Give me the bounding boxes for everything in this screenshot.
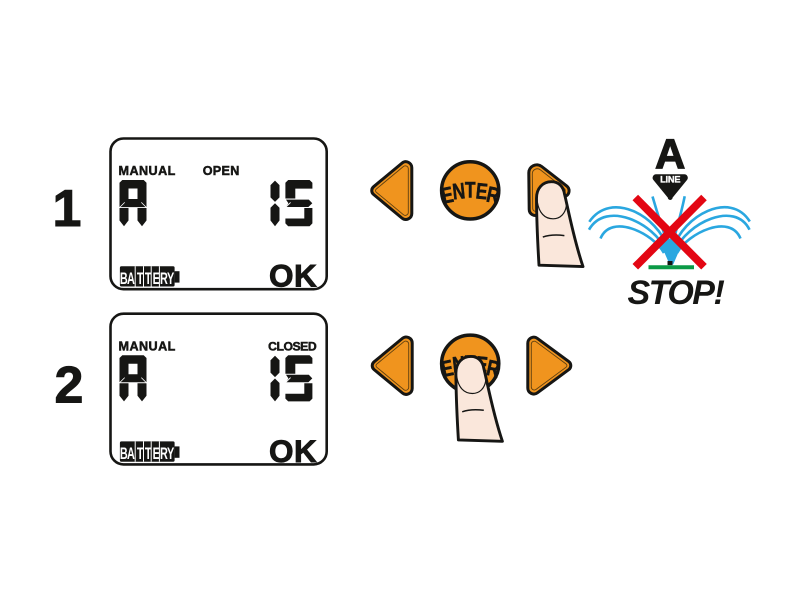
svg-text:R: R bbox=[484, 356, 502, 383]
svg-text:LINE: LINE bbox=[660, 175, 680, 185]
svg-text:A: A bbox=[655, 130, 685, 177]
svg-text:CLOSED: CLOSED bbox=[268, 339, 317, 353]
svg-text:R: R bbox=[484, 183, 502, 210]
svg-text:T: T bbox=[465, 179, 476, 204]
svg-text:2: 2 bbox=[55, 357, 84, 415]
svg-text:1: 1 bbox=[53, 180, 82, 238]
svg-text:N: N bbox=[451, 179, 466, 205]
svg-text:OPEN: OPEN bbox=[203, 164, 240, 178]
svg-text:E: E bbox=[439, 356, 456, 382]
svg-text:E: E bbox=[439, 183, 456, 209]
svg-text:E: E bbox=[474, 179, 488, 205]
svg-text:STOP!: STOP! bbox=[628, 274, 725, 312]
